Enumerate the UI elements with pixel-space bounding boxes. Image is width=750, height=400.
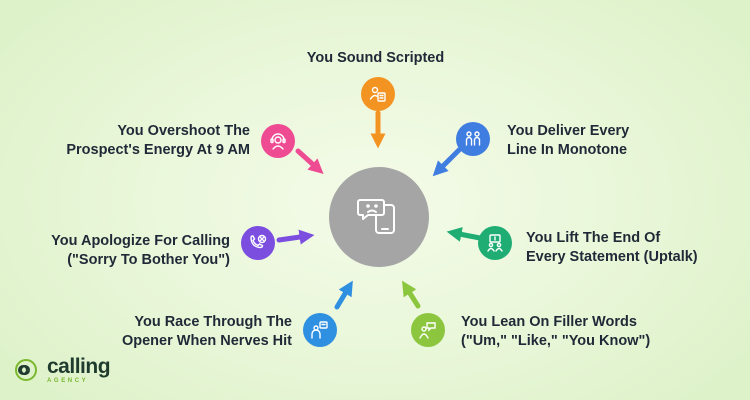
label-filler-words: You Lean On Filler Words ("Um," "Like," … — [461, 313, 650, 351]
arrow-monotone — [432, 147, 462, 177]
brand-logo: calling AGENCY — [14, 355, 111, 384]
phone-cancel-icon — [250, 234, 267, 249]
script-icon — [369, 86, 386, 102]
item-icon-circle — [361, 77, 395, 111]
label-line2: ("Um," "Like," "You Know") — [461, 333, 651, 349]
label-race-opener: You Race Through The Opener When Nerves … — [100, 313, 292, 351]
label-sound-scripted: You Sound Scripted — [288, 49, 463, 68]
speaker-icon — [311, 321, 328, 339]
item-icon-circle — [478, 226, 512, 260]
arrow-uptalk — [446, 227, 483, 242]
arrow-apologize — [276, 229, 315, 245]
label-line2: ("Sorry To Bother You") — [67, 252, 230, 268]
label-monotone: You Deliver Every Line In Monotone — [507, 122, 629, 160]
label-overshoot: You Overshoot The Prospect's Energy At 9… — [48, 122, 250, 160]
label-line1: You Race Through The — [134, 314, 292, 330]
label-line1: You Apologize For Calling — [51, 233, 230, 249]
label-uptalk: You Lift The End Of Every Statement (Upt… — [526, 229, 698, 267]
logo-main-text: calling — [47, 355, 111, 378]
label-line1: You Sound Scripted — [306, 50, 445, 66]
label-line1: You Overshoot The — [117, 123, 250, 139]
label-line1: You Lean On Filler Words — [461, 314, 637, 330]
call-agent-icon — [270, 133, 286, 150]
arrow-race — [334, 280, 353, 310]
item-icon-circle — [303, 313, 337, 347]
center-hub — [329, 167, 429, 267]
people-icon — [465, 131, 481, 146]
label-line1: You Deliver Every — [507, 123, 630, 139]
speaking-icon — [419, 322, 436, 339]
label-line2: Every Statement (Uptalk) — [526, 249, 698, 265]
label-line2: Line In Monotone — [507, 142, 628, 158]
label-line1: You Lift The End Of — [526, 230, 661, 246]
label-line2: Opener When Nerves Hit — [121, 333, 292, 349]
presenter-icon — [487, 234, 503, 252]
label-apologize: You Apologize For Calling ("Sorry To Bot… — [38, 232, 230, 270]
item-icon-circle — [456, 122, 490, 156]
item-icon-circle — [261, 124, 295, 158]
logo-mark-icon — [15, 359, 37, 381]
logo-sub-text: AGENCY — [47, 378, 89, 384]
arrow-filler — [401, 280, 421, 309]
arrow-overshoot — [295, 148, 324, 175]
item-icon-circle — [241, 226, 275, 260]
label-line2: Prospect's Energy At 9 AM — [66, 142, 250, 158]
item-icon-circle — [411, 313, 445, 347]
sad-chat-phone-icon — [357, 199, 395, 234]
